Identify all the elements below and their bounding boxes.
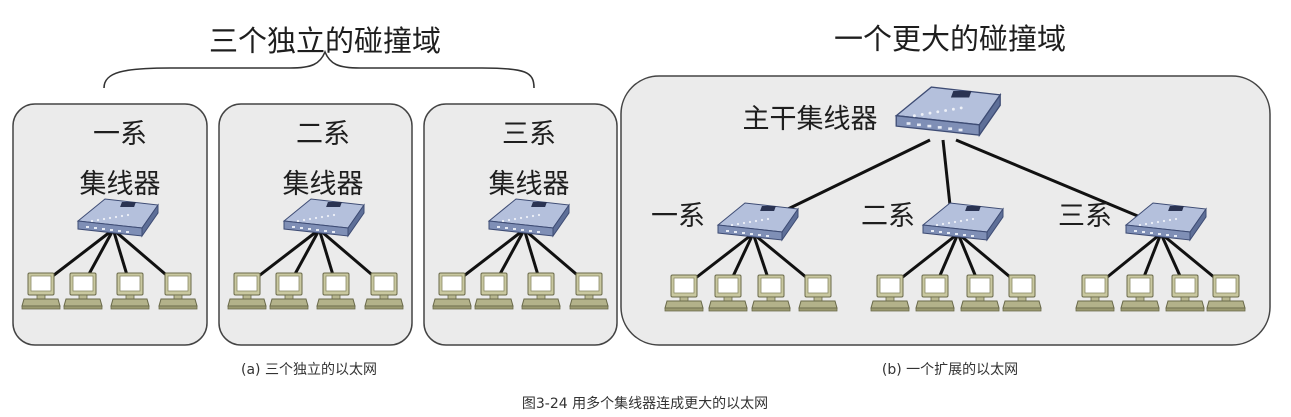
backbone-hub-label: 主干集线器: [743, 104, 878, 135]
panel-3-computer-icon: [521, 272, 561, 310]
panel-1-hub-label: 集线器: [80, 169, 161, 200]
panel-3-computer-icon: [474, 272, 514, 310]
right-group-1-computer-icon: [798, 274, 838, 312]
right-group-1-computer-icon: [664, 274, 704, 312]
left-caption: (a) 三个独立的以太网: [241, 362, 377, 378]
panel-2-dept-label: 二系: [296, 119, 350, 150]
panel-3-hub-label: 集线器: [489, 169, 570, 200]
panel-2-hub-label: 集线器: [283, 169, 364, 200]
right-group-2-computer-icon: [1002, 274, 1042, 312]
panel-3-computer-icon: [432, 272, 472, 310]
right-group-3-computer-icon: [1165, 274, 1205, 312]
panel-2-computer-icon: [269, 272, 309, 310]
right-group-2-computer-icon: [915, 274, 955, 312]
right-group-3-computer-icon: [1075, 274, 1115, 312]
right-group-1-dept-label: 一系: [651, 201, 705, 232]
panel-1-dept-label: 一系: [93, 119, 147, 150]
panel-1-computer-icon: [110, 272, 150, 310]
panel-3-dept-label: 三系: [502, 119, 556, 150]
panel-2-computer-icon: [316, 272, 356, 310]
right-group-3-computer-icon: [1120, 274, 1160, 312]
panel-1-computer-icon: [158, 272, 198, 310]
panel-1-computer-icon: [21, 272, 61, 310]
right-group-2-computer-icon: [870, 274, 910, 312]
panel-2-computer-icon: [227, 272, 267, 310]
panel-1-computer-icon: [63, 272, 103, 310]
right-group-3-computer-icon: [1206, 274, 1246, 312]
right-group-2-dept-label: 二系: [861, 201, 915, 232]
right-group-2-computer-icon: [960, 274, 1000, 312]
left-brace: [103, 49, 535, 89]
figure-caption: 图3-24 用多个集线器连成更大的以太网: [522, 395, 768, 412]
panel-3-computer-icon: [569, 272, 609, 310]
right-group-3-dept-label: 三系: [1058, 201, 1112, 232]
right-caption: (b) 一个扩展的以太网: [882, 362, 1018, 378]
right-group-1-computer-icon: [708, 274, 748, 312]
right-title: 一个更大的碰撞域: [834, 22, 1066, 56]
panel-2-computer-icon: [364, 272, 404, 310]
right-group-1-computer-icon: [751, 274, 791, 312]
